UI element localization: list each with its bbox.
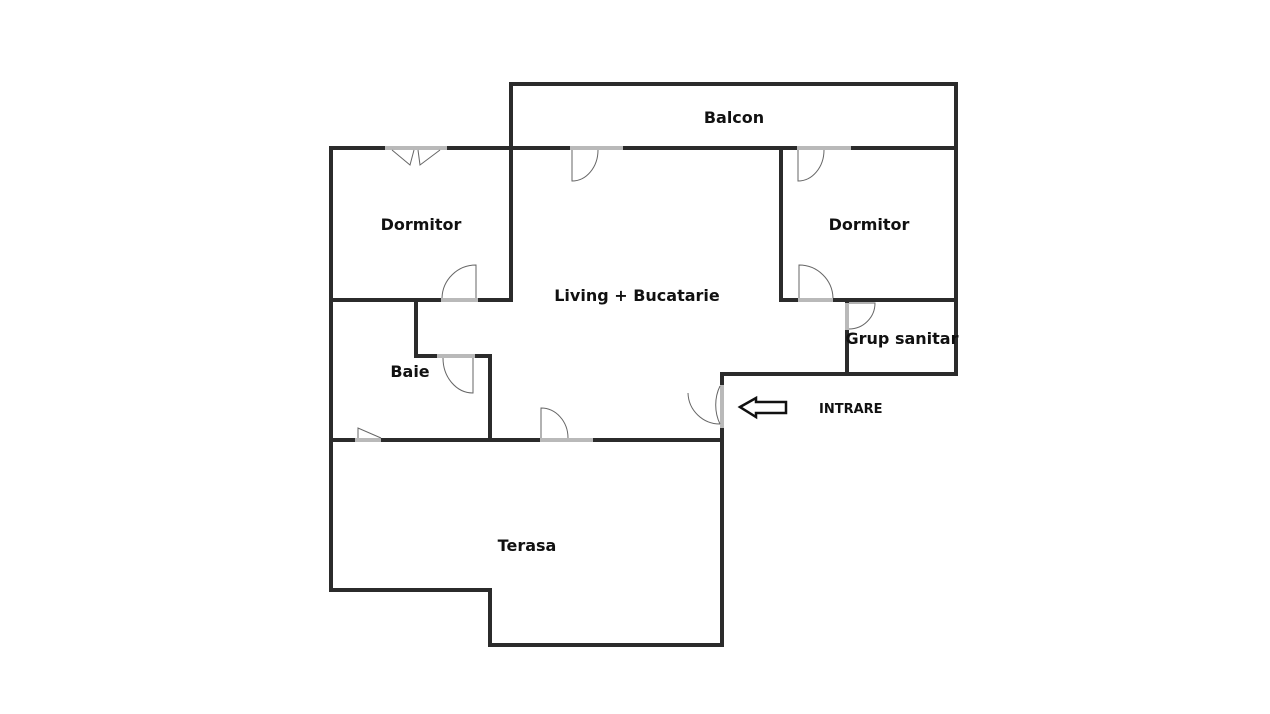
room-label-baie: Baie <box>390 362 429 381</box>
room-label-balcon: Balcon <box>704 108 764 127</box>
room-label-terasa: Terasa <box>498 536 557 555</box>
room-label-dormitor-right: Dormitor <box>829 215 910 234</box>
room-label-living: Living + Bucatarie <box>554 286 720 305</box>
entry-label: INTRARE <box>819 402 883 417</box>
room-label-grup-sanitar: Grup sanitar <box>846 329 959 348</box>
room-label-dormitor-left: Dormitor <box>381 215 462 234</box>
arrow-left-icon <box>737 395 788 420</box>
doors-windows <box>355 146 876 442</box>
